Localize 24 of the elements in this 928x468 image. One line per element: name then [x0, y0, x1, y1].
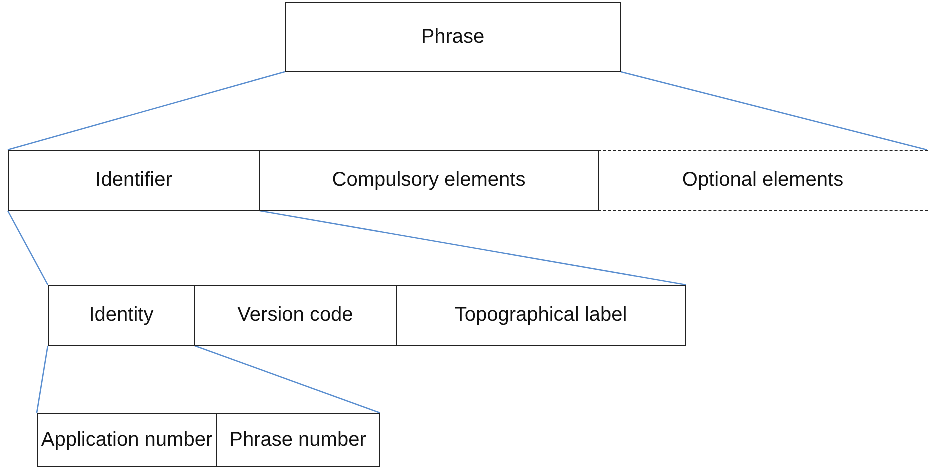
connector-line	[7, 210, 49, 286]
node-label: Topographical label	[454, 304, 628, 327]
box	[8, 150, 260, 211]
node-label: Application number	[41, 428, 213, 452]
box	[194, 285, 397, 346]
box	[259, 150, 599, 211]
node-label: Phrase	[421, 26, 485, 48]
box	[216, 413, 380, 467]
connector-line	[36, 346, 49, 414]
connector-line	[8, 71, 286, 151]
node-label: Identity	[89, 304, 154, 327]
node-label: Phrase number	[230, 428, 366, 452]
node-label: Version code	[238, 304, 354, 327]
connector-line	[260, 210, 686, 286]
node-label: Compulsory elements	[332, 169, 526, 192]
box	[37, 413, 217, 467]
connector-line	[194, 345, 380, 414]
node-label: Identifier	[96, 169, 172, 192]
box	[396, 285, 686, 346]
box	[285, 2, 621, 72]
connector-line	[620, 71, 928, 151]
box	[48, 285, 195, 346]
node-label: Optional elements	[682, 169, 844, 192]
dashed-box	[598, 150, 928, 211]
